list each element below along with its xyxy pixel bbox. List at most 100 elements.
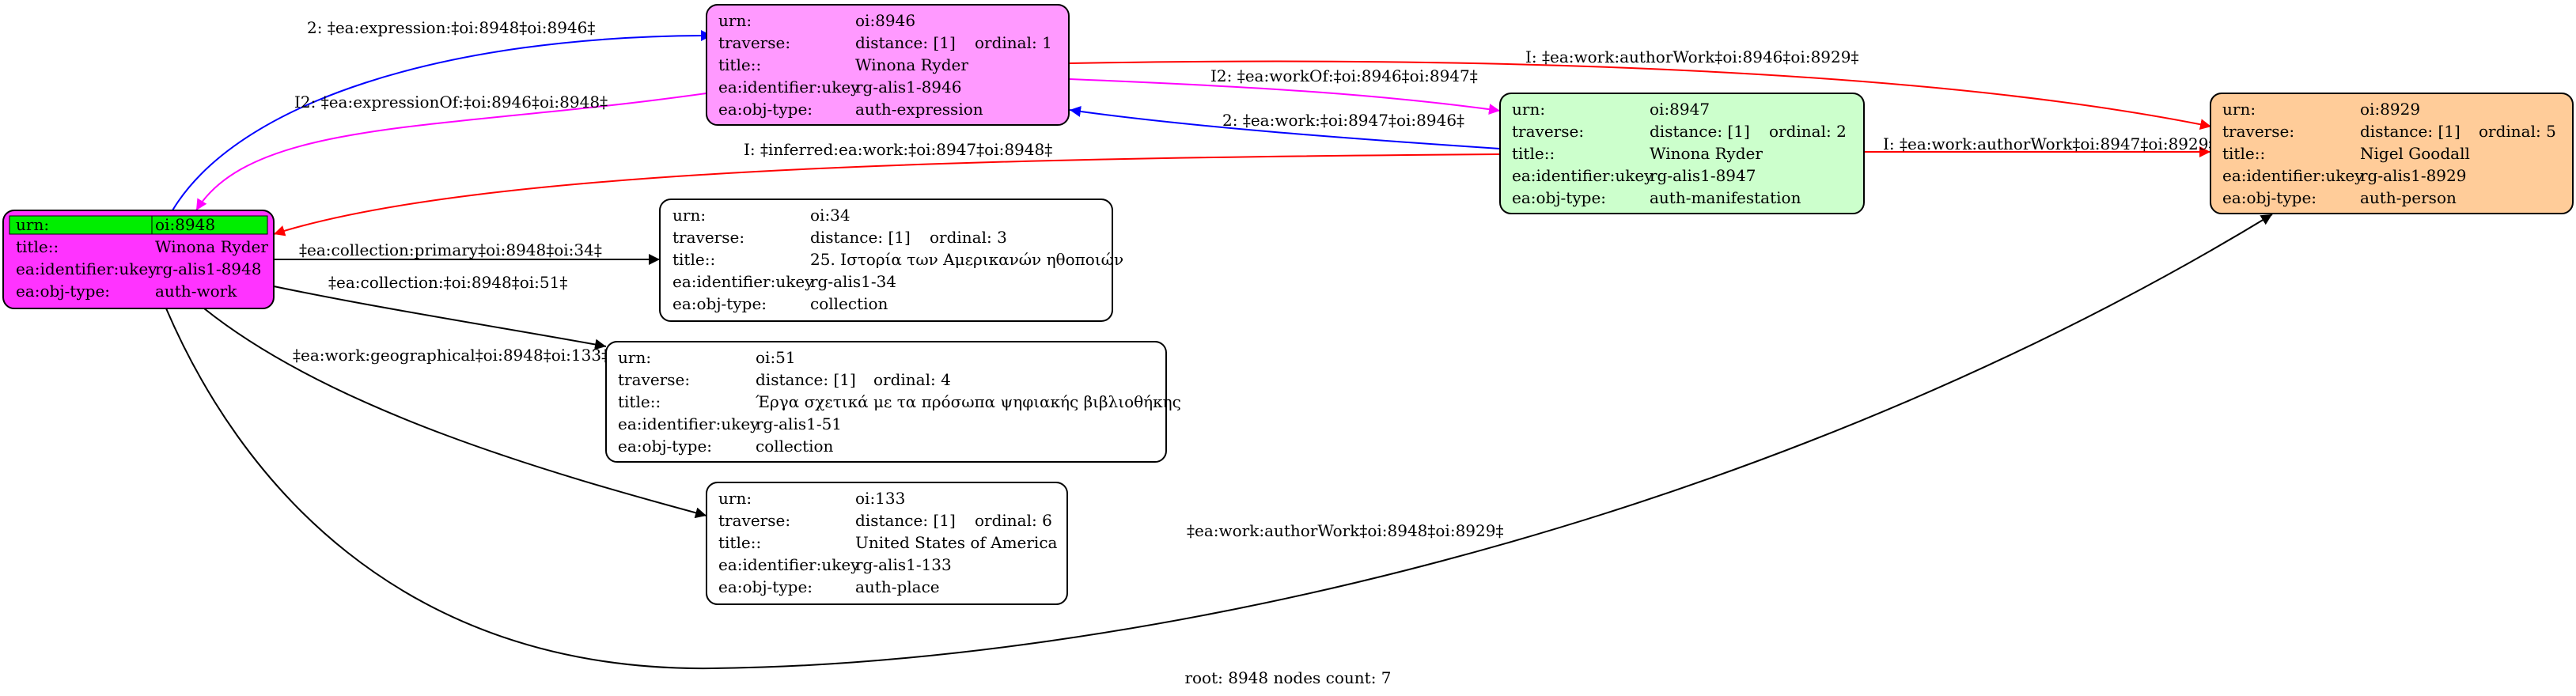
edge-label-manifestation-to-root: I: ‡inferred:ea:work:‡oi:8947‡oi:8948‡ <box>744 140 1052 159</box>
coll51-val-urn: oi:51 <box>756 348 796 367</box>
root-key-urn: urn: <box>16 215 49 234</box>
expression-val-urn: oi:8946 <box>855 11 915 30</box>
graph-footer-caption: root: 8948 nodes count: 7 <box>1184 668 1391 687</box>
coll51-val-ukey: rg-alis1-51 <box>756 414 842 433</box>
edge-expression-to-root <box>195 93 707 211</box>
coll51-val-traverse: distance: [1] <box>756 370 856 389</box>
coll51-key-objtype: ea:obj-type: <box>618 437 712 456</box>
coll34-val-traverse: distance: [1] <box>810 228 911 247</box>
edge-label-expression-to-root: I2: ‡ea:expressionOf:‡oi:8946‡oi:8948‡ <box>294 93 608 112</box>
expression-key-urn: urn: <box>718 11 752 30</box>
expression-val-title: Winona Ryder <box>855 55 968 74</box>
manifestation-key-urn: urn: <box>1512 100 1545 119</box>
coll34-key-urn: urn: <box>672 206 706 225</box>
person-ordinal: ordinal: 5 <box>2479 122 2556 141</box>
place133-key-title: title:: <box>718 533 761 552</box>
person-key-title: title:: <box>2222 144 2265 163</box>
coll34-val-objtype: collection <box>810 294 888 313</box>
manifestation-key-traverse: traverse: <box>1512 122 1584 141</box>
coll51-ordinal: ordinal: 4 <box>873 370 951 389</box>
place133-val-objtype: auth-place <box>855 577 940 596</box>
edges: 2: ‡ea:expression:‡oi:8948‡oi:8946‡ I2: … <box>165 18 2273 670</box>
place133-key-urn: urn: <box>718 489 752 508</box>
expression-val-objtype: auth-expression <box>855 100 983 119</box>
person-key-urn: urn: <box>2222 100 2256 119</box>
edge-label-root-to-expression: 2: ‡ea:expression:‡oi:8948‡oi:8946‡ <box>307 18 595 37</box>
place133-val-urn: oi:133 <box>855 489 905 508</box>
manifestation-key-objtype: ea:obj-type: <box>1512 188 1606 207</box>
expression-key-ukey: ea:identifier:ukey <box>718 78 860 96</box>
edge-root-to-place133 <box>203 308 707 519</box>
edge-root-to-expression <box>172 30 713 211</box>
manifestation-val-objtype: auth-manifestation <box>1650 188 1801 207</box>
manifestation-val-title: Winona Ryder <box>1650 144 1763 163</box>
node-collection-51[interactable]: urn: oi:51 traverse: distance: [1] ordin… <box>605 341 1181 463</box>
node-place-133[interactable]: urn: oi:133 traverse: distance: [1] ordi… <box>706 482 1068 605</box>
edge-label-expression-to-manifestation: I2: ‡ea:workOf:‡oi:8946‡oi:8947‡ <box>1210 66 1478 85</box>
root-val-objtype: auth-work <box>155 282 237 301</box>
manifestation-val-ukey: rg-alis1-8947 <box>1650 166 1756 185</box>
nodes: urn: oi:8948 title:: Winona Ryder ea:ide… <box>2 4 2574 605</box>
node-person[interactable]: urn: oi:8929 traverse: distance: [1] ord… <box>2210 93 2574 214</box>
coll34-val-urn: oi:34 <box>810 206 850 225</box>
edge-label-root-to-person: ‡ea:work:authorWork‡oi:8948‡oi:8929‡ <box>1187 521 1503 540</box>
edge-label-root-to-coll51: ‡ea:collection:‡oi:8948‡oi:51‡ <box>328 273 567 292</box>
edge-label-expression-to-person: I: ‡ea:work:authorWork‡oi:8946‡oi:8929‡ <box>1525 47 1858 66</box>
place133-val-title: United States of America <box>855 533 1058 552</box>
node-root-auth-work[interactable]: urn: oi:8948 title:: Winona Ryder ea:ide… <box>2 210 275 309</box>
expression-key-objtype: ea:obj-type: <box>718 100 813 119</box>
root-key-ukey: ea:identifier:ukey <box>16 259 157 278</box>
coll34-val-title: 25. Ιστορία των Αμερικανών ηθοποιών <box>810 250 1123 269</box>
coll51-key-title: title:: <box>618 392 661 411</box>
place133-ordinal: ordinal: 6 <box>975 511 1052 530</box>
manifestation-val-traverse: distance: [1] <box>1650 122 1750 141</box>
place133-key-traverse: traverse: <box>718 511 790 530</box>
coll51-key-traverse: traverse: <box>618 370 690 389</box>
person-val-ukey: rg-alis1-8929 <box>2360 166 2466 185</box>
coll34-ordinal: ordinal: 3 <box>930 228 1007 247</box>
person-val-traverse: distance: [1] <box>2360 122 2460 141</box>
manifestation-key-ukey: ea:identifier:ukey <box>1512 166 1654 185</box>
coll51-key-urn: urn: <box>618 348 651 367</box>
root-key-objtype: ea:obj-type: <box>16 282 110 301</box>
coll51-val-objtype: collection <box>756 437 834 456</box>
person-val-title: Nigel Goodall <box>2360 144 2470 163</box>
person-key-ukey: ea:identifier:ukey <box>2222 166 2364 185</box>
node-manifestation[interactable]: urn: oi:8947 traverse: distance: [1] ord… <box>1499 93 1865 214</box>
root-val-ukey: rg-alis1-8948 <box>155 259 261 278</box>
edge-root-to-coll51 <box>273 286 607 350</box>
coll34-key-ukey: ea:identifier:ukey <box>672 272 814 291</box>
person-key-objtype: ea:obj-type: <box>2222 188 2317 207</box>
edge-expression-to-manifestation <box>1069 78 1501 115</box>
manifestation-ordinal: ordinal: 2 <box>1769 122 1847 141</box>
root-val-title: Winona Ryder <box>155 237 268 256</box>
expression-ordinal: ordinal: 1 <box>975 33 1052 52</box>
coll34-key-title: title:: <box>672 250 715 269</box>
person-val-objtype: auth-person <box>2360 188 2457 207</box>
place133-key-objtype: ea:obj-type: <box>718 577 813 596</box>
node-collection-34[interactable]: urn: oi:34 traverse: distance: [1] ordin… <box>659 199 1123 322</box>
expression-val-ukey: rg-alis1-8946 <box>855 78 961 96</box>
manifestation-key-title: title:: <box>1512 144 1555 163</box>
root-val-urn: oi:8948 <box>155 215 215 234</box>
edge-manifestation-to-expression <box>1069 106 1501 149</box>
expression-key-title: title:: <box>718 55 761 74</box>
coll51-val-title: Έργα σχετικά με τα πρόσωπα ψηφιακής βιβλ… <box>756 392 1181 411</box>
edge-label-root-to-place133: ‡ea:work:geographical‡oi:8948‡oi:133‡ <box>293 346 609 365</box>
place133-key-ukey: ea:identifier:ukey <box>718 555 860 574</box>
edge-expression-to-person <box>1069 60 2212 130</box>
person-key-traverse: traverse: <box>2222 122 2294 141</box>
place133-val-traverse: distance: [1] <box>855 511 956 530</box>
place133-val-ukey: rg-alis1-133 <box>855 555 952 574</box>
expression-val-traverse: distance: [1] <box>855 33 956 52</box>
coll34-key-traverse: traverse: <box>672 228 744 247</box>
edge-manifestation-to-root <box>273 153 1501 236</box>
coll51-key-ukey: ea:identifier:ukey <box>618 414 760 433</box>
coll34-val-ukey: rg-alis1-34 <box>810 272 896 291</box>
person-val-urn: oi:8929 <box>2360 100 2420 119</box>
node-expression[interactable]: urn: oi:8946 traverse: distance: [1] ord… <box>706 4 1070 126</box>
root-key-title: title:: <box>16 237 59 256</box>
edge-label-root-to-coll34: ‡ea:collection:primary‡oi:8948‡oi:34‡ <box>299 240 602 259</box>
edge-root-to-person <box>165 214 2273 670</box>
